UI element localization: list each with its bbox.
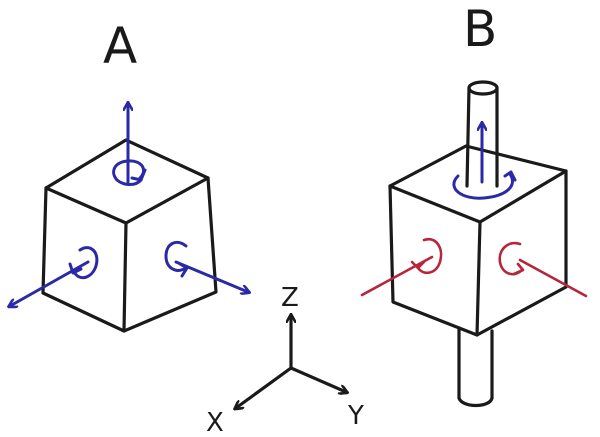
z-rotation-arrowhead-icon (130, 168, 147, 182)
x-rotation-icon (72, 246, 99, 280)
y-axis-label: Y (347, 401, 364, 431)
cube-a-right-face (122, 176, 218, 333)
cube-b-left-face (388, 184, 482, 337)
panel-b-label: B (463, 0, 497, 58)
upper-shaft-top (467, 80, 499, 96)
cube-b-x-constrained (360, 237, 443, 297)
y-axis-arrow-icon (289, 366, 346, 392)
x-axis-label: X (206, 408, 224, 437)
cube-a-x-arrow (10, 246, 99, 306)
y-rotation-arrowhead-icon (512, 262, 525, 276)
z-rotation-icon (112, 159, 145, 186)
z-axis-label: Z (281, 283, 299, 313)
cube-a (41, 138, 218, 333)
cube-b (388, 144, 568, 337)
panel-b: B (360, 0, 588, 408)
cube-b-y-constrained (498, 241, 588, 298)
z-rotation-arrowhead-icon (503, 170, 517, 182)
cube-a-y-arrow (164, 240, 248, 292)
x-translation-arrow-icon (10, 260, 90, 306)
cube-b-lower-shaft (457, 326, 494, 408)
cube-b-upper-shaft (465, 80, 499, 188)
y-rotation-arrowhead-icon (178, 262, 189, 278)
y-rotation-icon (164, 240, 188, 272)
y-axis-line (518, 258, 588, 298)
panel-a: A (10, 17, 248, 333)
z-rotation-icon (452, 172, 514, 200)
lower-shaft-end (457, 396, 494, 408)
x-rotation-arrowhead-icon (68, 262, 83, 275)
cube-a-left-face (41, 186, 128, 333)
x-rotation-icon (416, 237, 443, 275)
cube-b-z-motion (452, 124, 517, 200)
x-axis-line (360, 255, 434, 297)
x-axis-arrow-icon (236, 366, 293, 408)
axis-legend: Z X Y (206, 283, 364, 437)
upper-shaft-left-edge (465, 86, 471, 188)
cube-b-right-face (475, 169, 568, 337)
y-rotation-icon (498, 241, 524, 276)
x-rotation-arrowhead-icon (410, 260, 426, 270)
cube-a-z-arrow (112, 104, 147, 186)
cube-b-top-face (388, 144, 568, 224)
panel-a-label: A (103, 17, 137, 75)
